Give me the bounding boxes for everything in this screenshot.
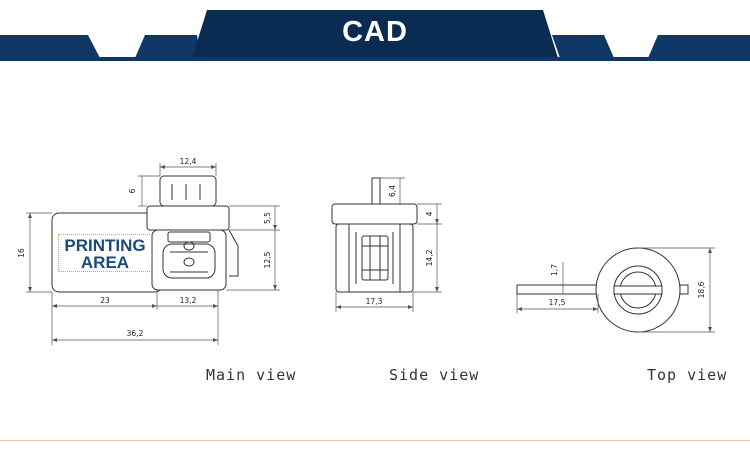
printing-area-line1: PRINTING [64,236,146,255]
dim-top-thickness: 1,7 [550,264,559,276]
top-strip [516,284,608,295]
side-head [331,203,418,225]
lock-head [146,205,230,231]
lock-body [151,229,227,291]
dim-side-width: 17,3 [366,297,383,306]
dim-main-total-width: 36,2 [127,329,144,338]
dim-side-stem-height: 6,4 [388,185,397,197]
seal-cap [159,175,217,207]
printing-area: PRINTING AREA [58,234,152,272]
top-view-label: Top view [647,366,728,384]
page-title: CAD [342,16,408,48]
dim-side-lower-height: 14,2 [425,249,434,266]
dim-main-lock-width: 13,2 [180,296,197,305]
dim-side-upper-height: 4 [425,211,434,216]
side-stem [371,177,381,205]
dim-main-overall-height: 16 [17,248,26,258]
dim-top-diameter: 18,6 [697,281,706,298]
dim-main-body-width: 23 [100,296,110,305]
dim-main-upper-height: 5,5 [263,212,272,224]
header-banner [0,10,750,61]
dim-main-cap-height: 6 [128,188,137,193]
side-view-label: Side view [389,366,480,384]
bottom-divider [0,440,750,441]
dim-top-strip-length: 17,5 [549,298,566,307]
dim-main-cap-width: 12,4 [180,157,197,166]
main-view-label: Main view [206,366,297,384]
dim-main-lower-height: 12,5 [263,251,272,268]
printing-area-line2: AREA [80,253,130,272]
side-body [335,223,414,293]
